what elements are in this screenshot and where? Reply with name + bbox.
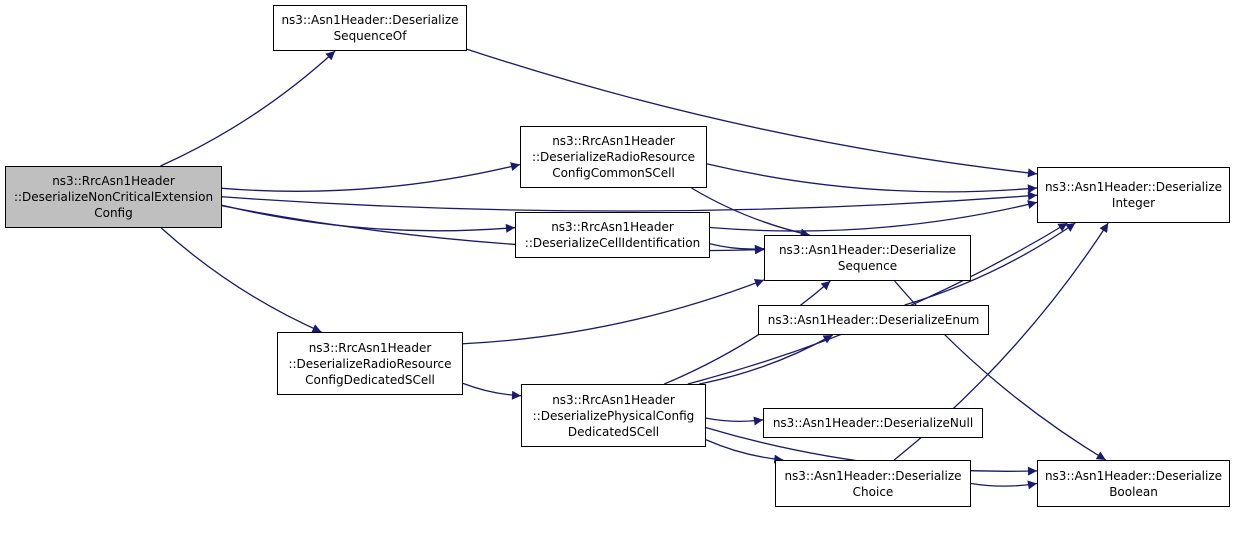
node-deserialize-radio-resource-config-common-scell[interactable]: ns3::RrcAsn1Header ::DeserializeRadioRes… [520,126,707,188]
edge-root-to-integer [221,191,1038,212]
edge-cellid-to-sequence [709,243,765,254]
node-deserialize-sequenceof[interactable]: ns3::Asn1Header::Deserialize SequenceOf [273,5,467,51]
node-deserialize-boolean[interactable]: ns3::Asn1Header::Deserialize Boolean [1037,460,1230,507]
edge-root-to-cellid [221,204,516,233]
edge-seqof-to-integer [466,48,1038,178]
node-deserialize-sequence[interactable]: ns3::Asn1Header::Deserialize Sequence [764,235,971,281]
node-deserialize-physical-config-dedicated-scell[interactable]: ns3::RrcAsn1Header ::DeserializePhysical… [521,384,706,447]
node-deserialize-cell-identification[interactable]: ns3::RrcAsn1Header ::DeserializeCellIden… [515,212,710,258]
edge-cellid-to-integer [709,200,1038,232]
edge-phys-to-null [705,416,764,426]
edge-root-to-rrded [160,227,322,333]
edge-root-to-seqof [160,50,336,167]
edge-rrded-to-phys [462,382,522,400]
node-deserialize-noncritical-extension-config: ns3::RrcAsn1Header ::DeserializeNonCriti… [5,166,222,228]
edge-enum-to-integer [904,222,1076,306]
edge-phys-to-sequence [664,280,831,385]
node-deserialize-radio-resource-config-dedicated-scell[interactable]: ns3::RrcAsn1Header ::DeserializeRadioRes… [277,332,463,395]
edge-choice-to-boolean [970,480,1038,490]
node-deserialize-null[interactable]: ns3::Asn1Header::DeserializeNull [763,408,983,438]
edge-rrded-to-sequence [462,278,765,345]
edge-rrcommon-to-integer [706,163,1038,194]
edge-phys-to-choice [705,439,784,464]
edge-root-to-rrcommon [221,162,521,192]
edge-phys-to-enum [699,334,833,385]
node-deserialize-enum[interactable]: ns3::Asn1Header::DeserializeEnum [758,305,989,335]
node-deserialize-integer[interactable]: ns3::Asn1Header::Deserialize Integer [1037,167,1230,223]
node-deserialize-choice[interactable]: ns3::Asn1Header::Deserialize Choice [775,460,971,507]
